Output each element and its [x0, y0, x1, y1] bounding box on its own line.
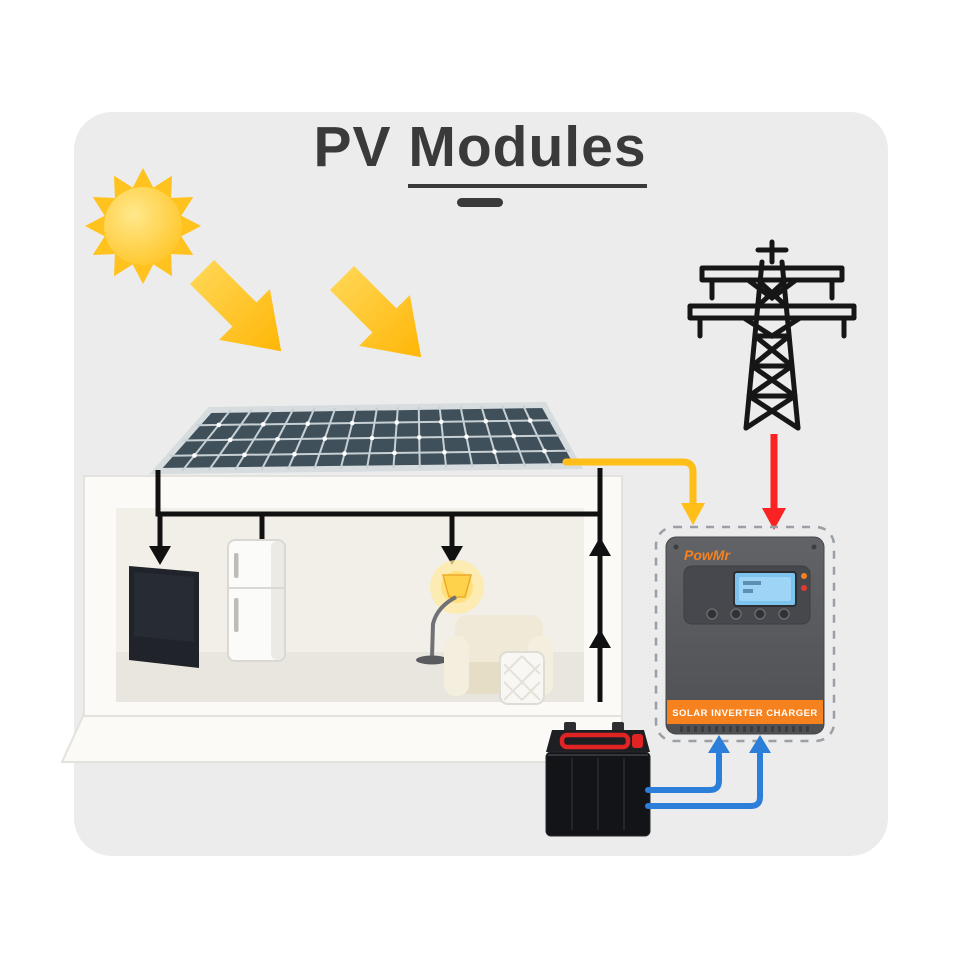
- solar-inverter-charger: PowMr SOLAR INVERTER CHARGER: [654, 525, 836, 743]
- pv-power-arrow: [562, 458, 705, 525]
- inverter-led: [801, 585, 807, 591]
- inverter-highlight-box: [654, 525, 836, 743]
- solar-panel: [149, 401, 584, 475]
- house-wiring: [149, 468, 611, 702]
- inverter-led: [801, 573, 807, 579]
- inverter-band: [667, 700, 823, 724]
- sun-icon: [85, 168, 201, 284]
- battery-cables: [645, 735, 771, 809]
- floor-lamp-icon: [416, 560, 484, 665]
- solar-panel-dots: [192, 418, 547, 458]
- page-title: PV Modules: [0, 116, 960, 207]
- title-word: Modules: [408, 116, 647, 188]
- side-table-icon: [499, 651, 545, 705]
- battery-icon: [545, 722, 651, 837]
- inverter-buttons: [706, 608, 790, 620]
- inverter-band-label: SOLAR INVERTER CHARGER: [672, 708, 818, 719]
- sunlight-arrow-icon: [189, 259, 422, 358]
- tv-icon: [129, 566, 199, 668]
- title-prefix: PV: [313, 115, 392, 179]
- grid-power-arrow: [762, 434, 786, 530]
- transmission-tower-icon: [687, 239, 857, 431]
- fridge-icon: [227, 539, 286, 662]
- title-dash: [457, 197, 503, 207]
- inverter-brand: PowMr: [684, 547, 731, 563]
